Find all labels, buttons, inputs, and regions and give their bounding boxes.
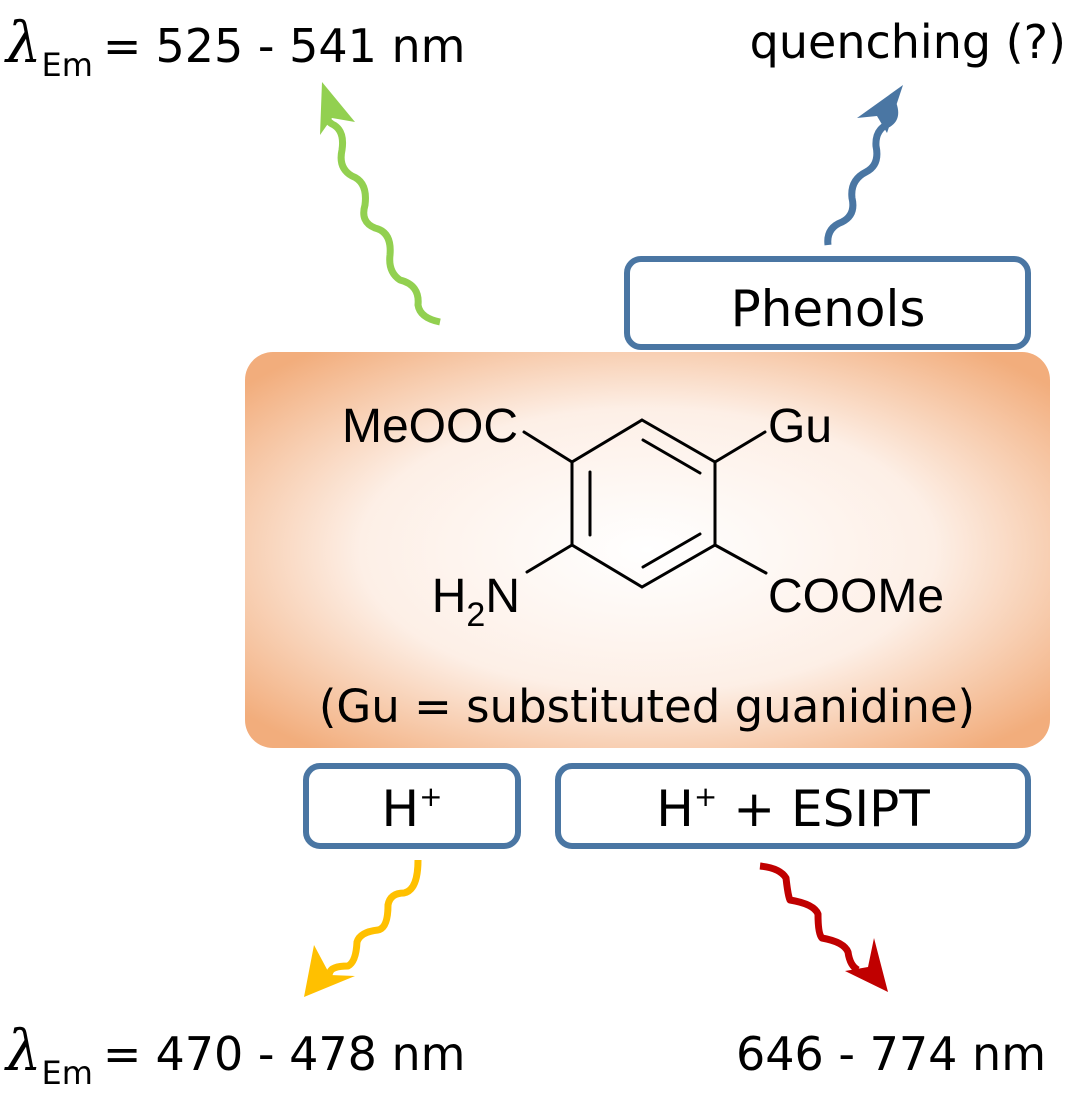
h-plus-esipt-box <box>555 763 1031 849</box>
green-arrowhead <box>320 82 355 135</box>
h-plus-esipt-label: H+ + ESIPT <box>656 780 930 838</box>
yellow-emission-arrow <box>322 859 422 984</box>
green-emission-arrow <box>322 98 441 326</box>
emission-top-left: λEm=525 - 541 nm <box>4 11 465 84</box>
blue-arrowhead <box>857 85 903 133</box>
red-emission-arrow <box>759 862 860 974</box>
yellow-arrowhead <box>304 945 355 997</box>
molecule-panel <box>245 352 1050 748</box>
h-plus-box <box>303 763 521 849</box>
emission-top-right: quenching (?) <box>750 15 1066 69</box>
substituent-gu: Gu <box>768 400 832 453</box>
benzene-ring <box>522 418 768 589</box>
h-plus-label: H+ <box>381 780 442 838</box>
phenols-box <box>624 256 1031 350</box>
substituent-meooc: MeOOC <box>342 400 518 453</box>
molecule-caption: (Gu = substituted guanidine) <box>319 680 975 733</box>
substituent-h2n: H2N <box>432 570 520 634</box>
phenols-label: Phenols <box>731 280 926 338</box>
emission-bottom-right: 646 - 774 nm <box>736 1027 1046 1081</box>
substituent-coome: COOMe <box>768 570 944 623</box>
red-arrowhead <box>845 938 888 992</box>
emission-bottom-left: λEm=470 - 478 nm <box>4 1019 465 1092</box>
